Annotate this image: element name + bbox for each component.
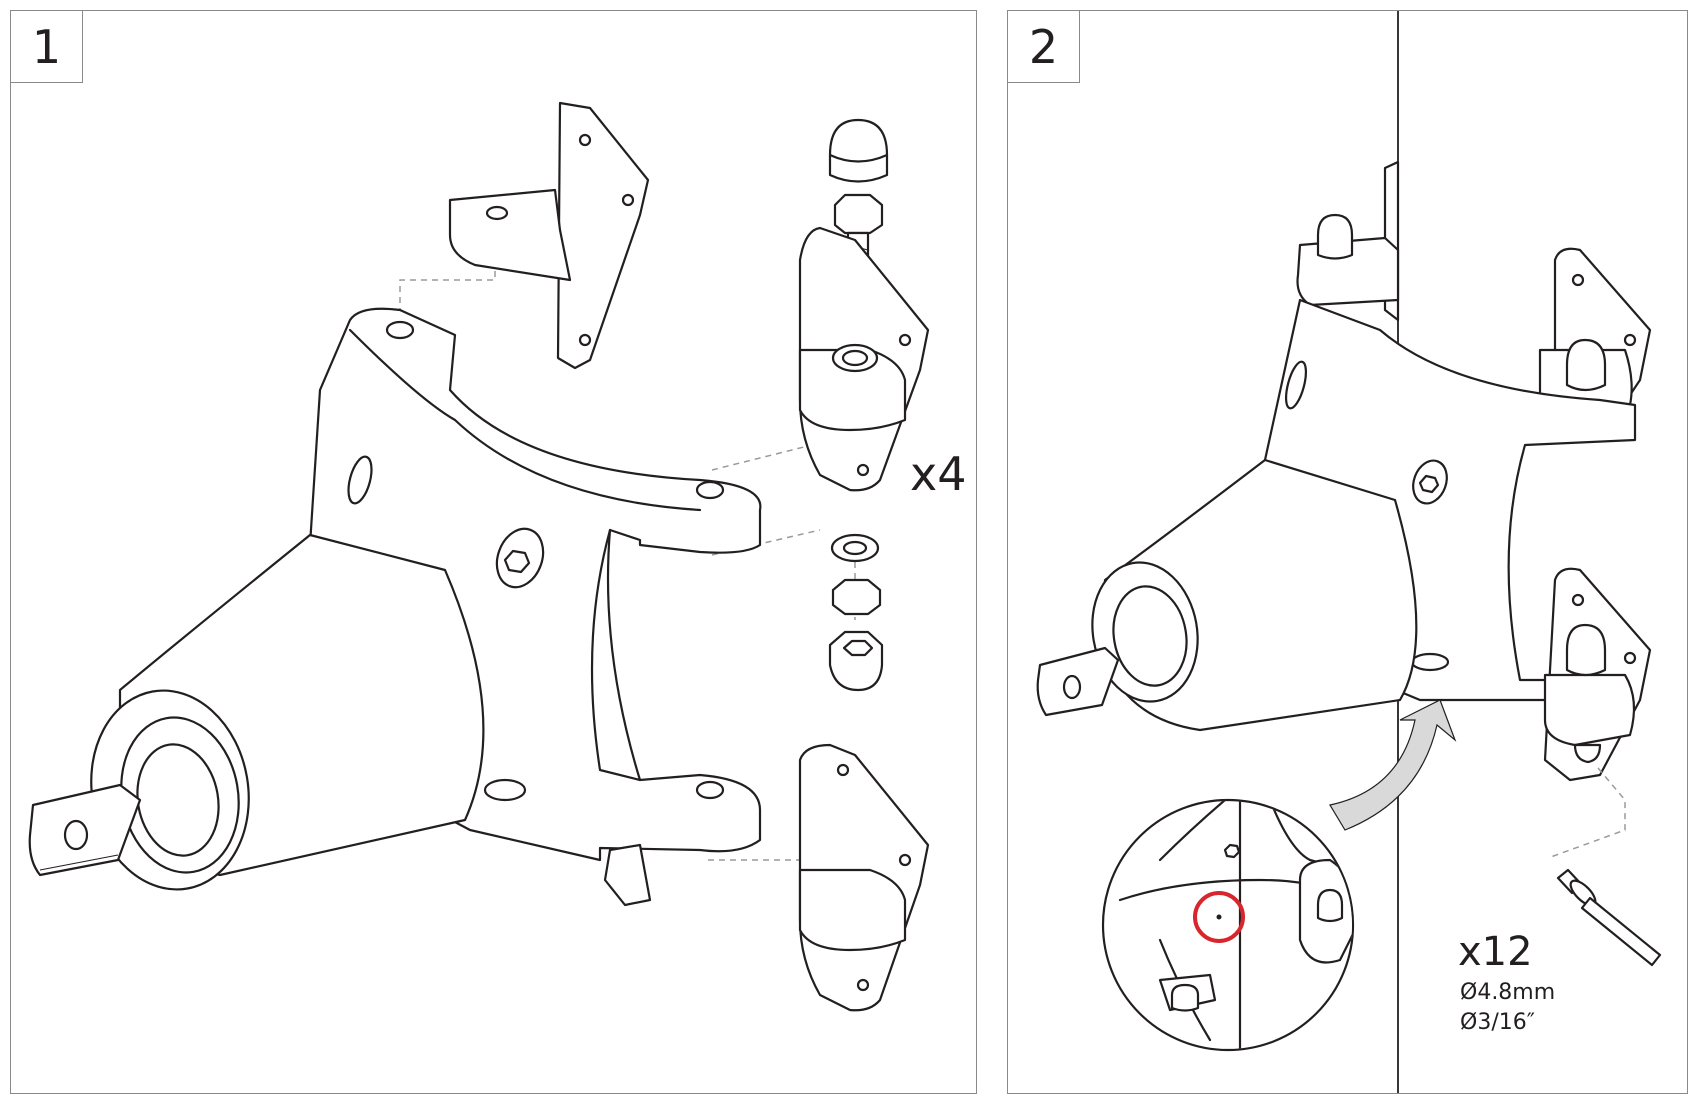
rivet-guide-line <box>1547 767 1626 859</box>
mounting-bracket-bottom-right <box>798 743 930 1012</box>
cone-housing <box>28 533 485 891</box>
step-1-quantity: x4 <box>910 447 967 501</box>
installed-bracket-bottom <box>1543 567 1652 782</box>
rivet-diameter-mm: Ø4.8mm <box>1460 980 1556 1005</box>
step-1-number: 1 <box>11 11 83 83</box>
acorn-nut-icon <box>828 118 889 183</box>
step-2-illustration <box>1036 11 1662 1093</box>
step-2-quantity: x12 <box>1458 929 1533 975</box>
mounting-bracket-top-right <box>798 226 930 492</box>
washer-icon <box>830 533 880 563</box>
installed-cone-housing <box>1036 458 1418 732</box>
mounting-bracket-top-left <box>448 101 650 370</box>
acorn-nut-icon-lower <box>828 630 884 692</box>
step-2-number: 2 <box>1008 11 1080 83</box>
rivet-hole-highlight <box>1193 891 1245 943</box>
callout-arrow <box>1329 699 1457 831</box>
hardware-set <box>798 118 930 1012</box>
hex-nut-icon <box>831 578 882 616</box>
rivet-icon <box>1556 868 1662 967</box>
step-1-illustration <box>28 101 930 1012</box>
rivet-diameter-in: Ø3/16″ <box>1460 1010 1535 1035</box>
detail-magnifier <box>1101 798 1355 1052</box>
